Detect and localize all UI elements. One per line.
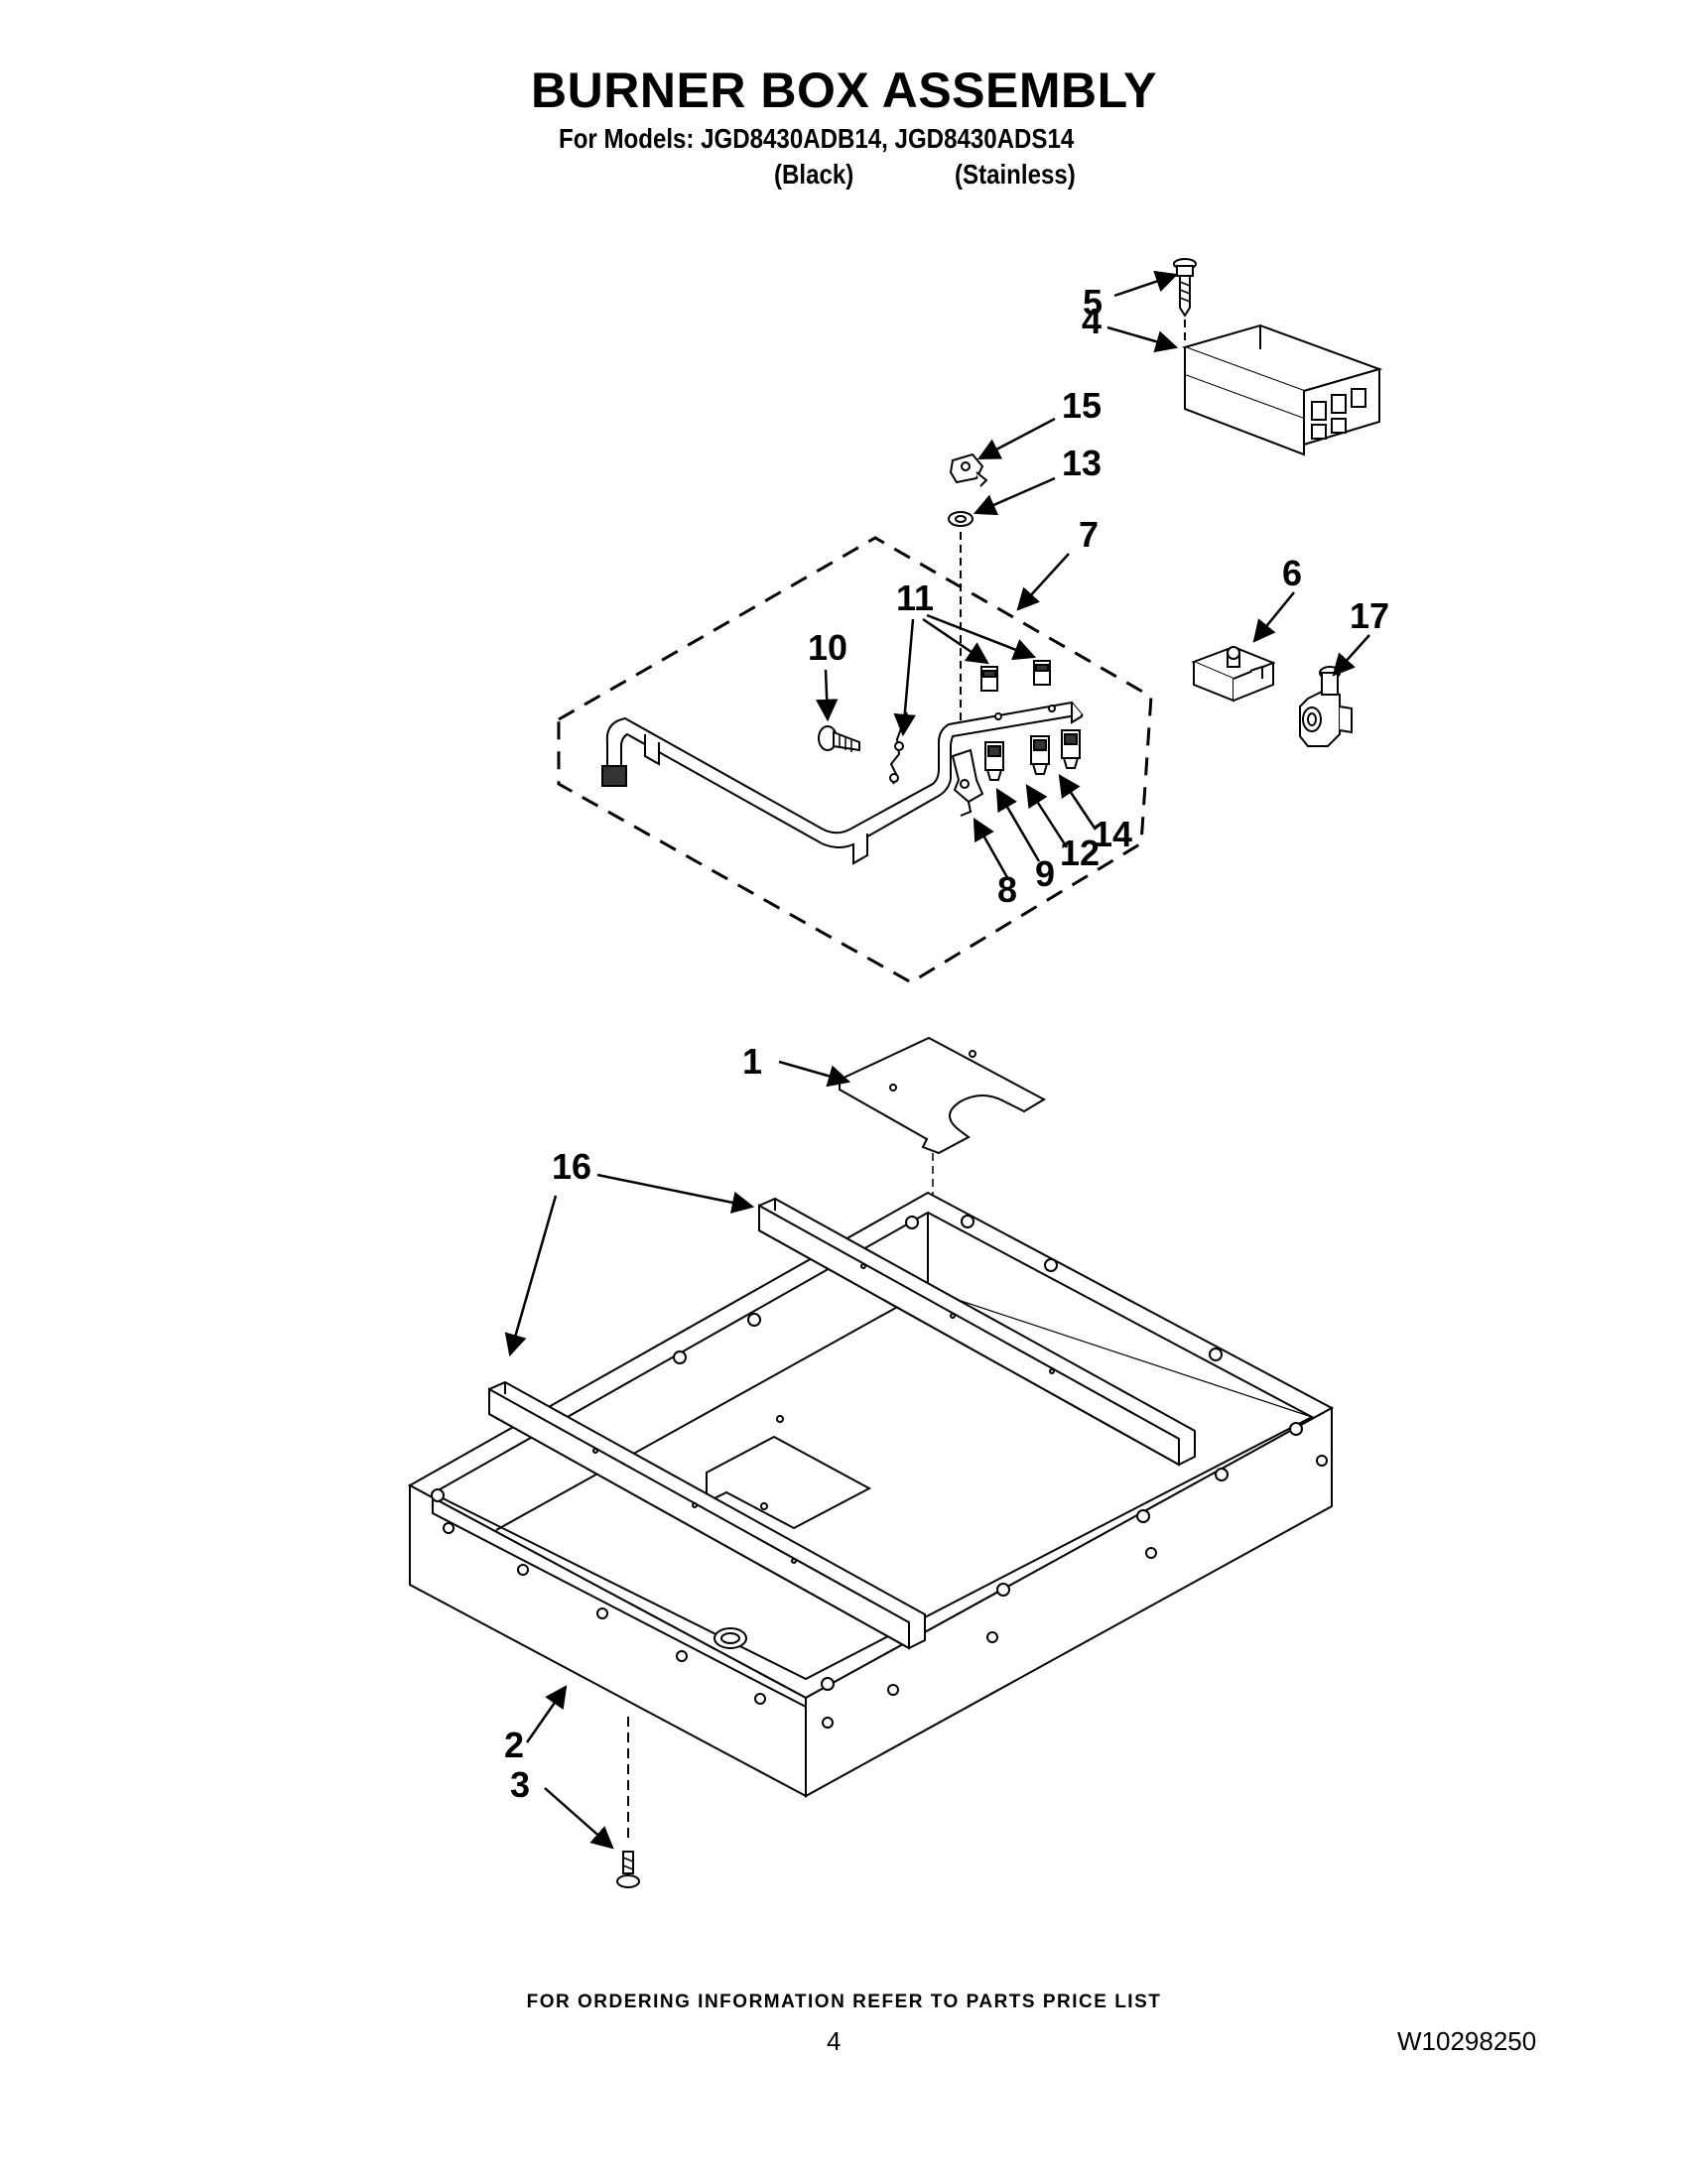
part-17-regulator	[1299, 666, 1353, 747]
part-9-orifice	[984, 741, 1004, 781]
callout-labels: 1 2 3 4 5 6 7 8 9 10 11 12 13 14 15 16 1…	[504, 282, 1389, 1805]
part-12-orifice	[1030, 735, 1050, 775]
part-13-washer	[948, 511, 974, 734]
part-10-screw	[818, 725, 860, 752]
part-16-rail-front	[488, 1380, 926, 1650]
variant-black-label: (Black)	[774, 159, 854, 190]
callout-13: 13	[1062, 443, 1102, 483]
callout-6: 6	[1282, 553, 1302, 593]
callout-5: 5	[1083, 282, 1103, 322]
models-line: For Models: JGD8430ADB14, JGD8430ADS14	[559, 123, 1075, 154]
part-14-orifice	[1061, 729, 1081, 769]
part-3-screw	[616, 1717, 640, 1888]
variant-stainless-label: (Stainless)	[955, 159, 1076, 190]
callout-17: 17	[1350, 595, 1389, 636]
part-5-screw	[1173, 258, 1197, 342]
leader-lines	[504, 270, 1370, 1850]
callout-3: 3	[510, 1764, 530, 1805]
part-2-burner-box	[407, 1191, 1335, 1798]
part-16-rail-rear	[758, 1197, 1196, 1467]
document-number: W10298250	[1397, 2026, 1537, 2056]
callout-1: 1	[742, 1041, 762, 1082]
part-7-manifold-pipe	[601, 701, 1084, 865]
callout-9: 9	[1035, 853, 1055, 894]
part-6-switch	[1191, 645, 1276, 703]
callout-14: 14	[1093, 814, 1132, 854]
part-15-clip	[949, 452, 988, 487]
callout-2: 2	[504, 1725, 524, 1765]
callout-10: 10	[808, 627, 847, 668]
part-7-kit-boundary	[557, 536, 1153, 984]
part-11-brackets	[980, 660, 1051, 692]
part-4-box	[1181, 323, 1383, 456]
callout-7: 7	[1079, 514, 1099, 555]
callout-12: 12	[1060, 833, 1100, 873]
callout-11: 11	[896, 578, 934, 618]
callout-16: 16	[552, 1146, 591, 1187]
part-8-valve	[951, 748, 984, 817]
page-title: BURNER BOX ASSEMBLY	[531, 63, 1157, 118]
page-number: 4	[827, 2026, 842, 2056]
callout-8: 8	[997, 869, 1017, 910]
callout-4: 4	[1082, 301, 1102, 341]
ordering-note: FOR ORDERING INFORMATION REFER TO PARTS …	[526, 1991, 1162, 2012]
callout-15: 15	[1062, 385, 1102, 426]
